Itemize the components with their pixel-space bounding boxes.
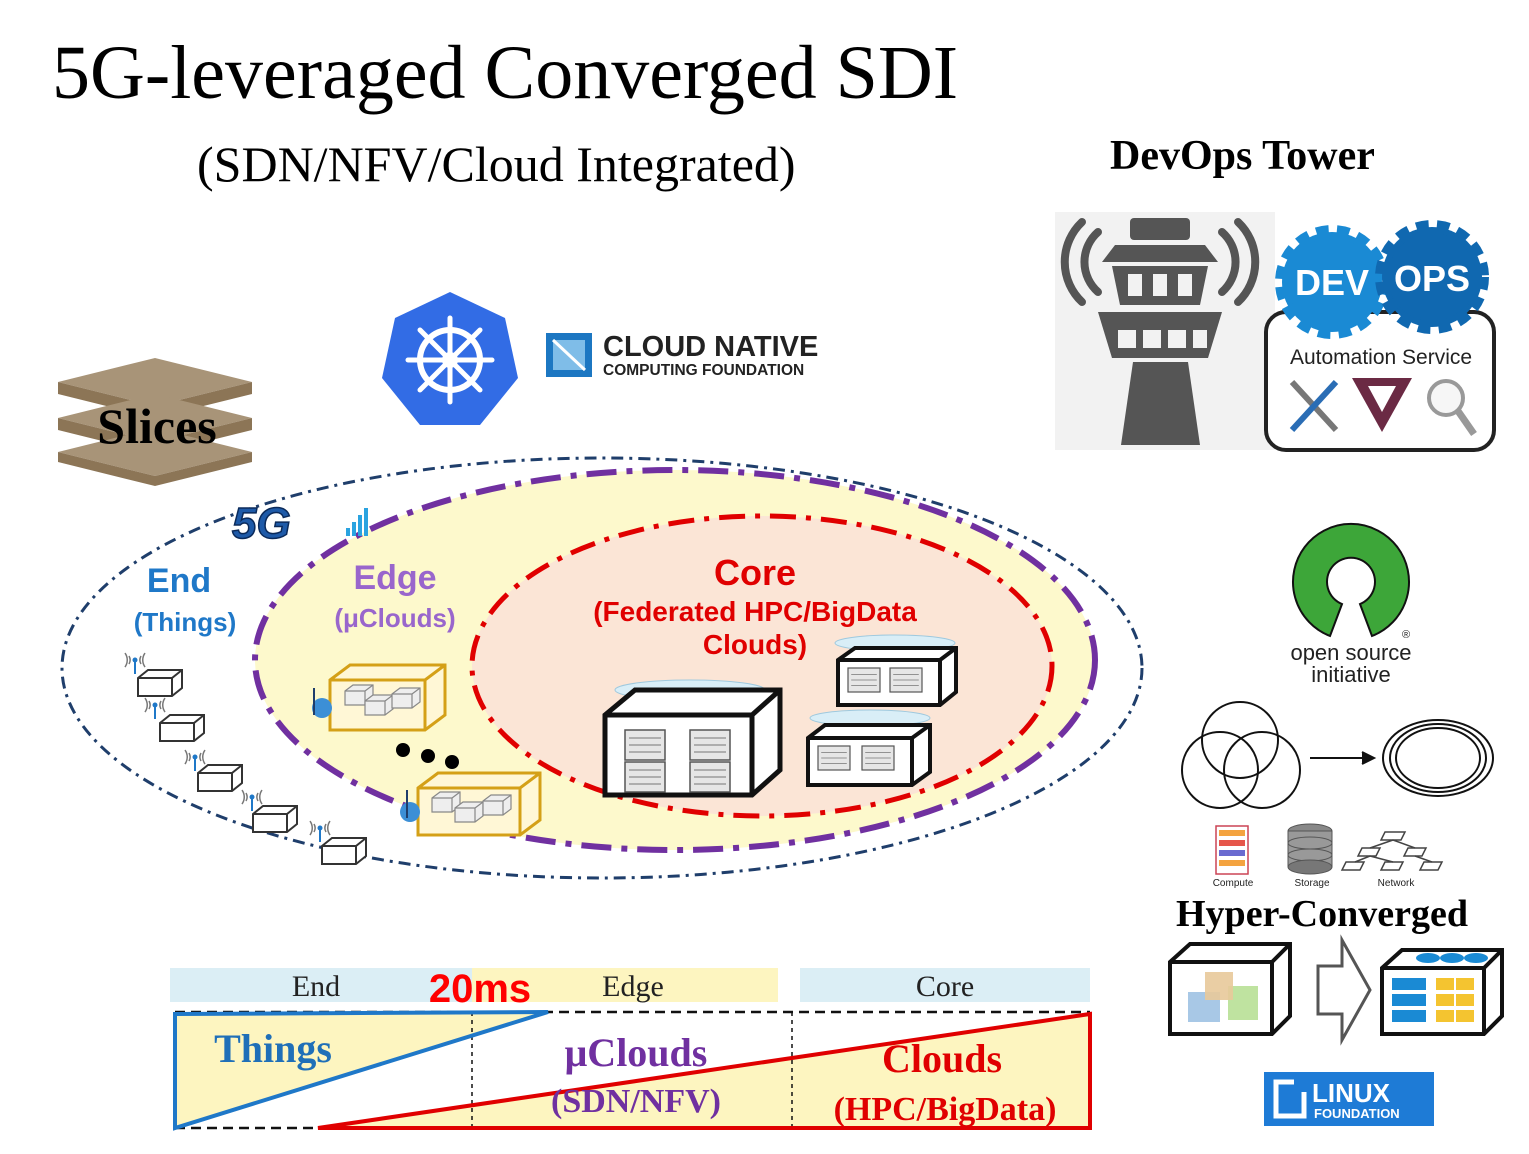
control-tower-icon [1055,212,1275,450]
latency-core-label: Core [916,970,974,1003]
latency-strip: End Edge Core 20ms [170,967,1090,1011]
latency-end-label: End [292,970,340,1003]
svg-text:FOUNDATION: FOUNDATION [1314,1106,1400,1121]
network-label: Network [1378,878,1416,889]
thing-device-icon [321,837,367,865]
antenna-icon [144,697,166,720]
antenna-icon [241,789,263,812]
thing-device-icon [197,764,243,792]
page-title: 5G-leveraged Converged SDI [52,31,959,115]
svg-text:initiative: initiative [1311,662,1390,687]
antenna-icon [124,652,146,675]
storage-label: Storage [1294,878,1329,889]
core-zone-sublabel-2: Clouds) [703,629,807,660]
hyper-converged-after-icon [1380,948,1504,1036]
compute-label: Compute [1213,878,1254,889]
open-source-initiative-logo: ® open source initiative [1290,523,1412,687]
network-icon [1340,831,1444,871]
triangle-logo-icon [1352,378,1412,432]
ellipsis-dots [396,743,459,769]
tools-icon [1289,379,1339,433]
hyper-converged-arrow [1316,934,1372,1046]
convergence-venn-icon [1181,701,1494,809]
cncf-logo: CLOUD NATIVE COMPUTING FOUNDATION [546,331,818,379]
edge-microcloud-1 [312,663,447,732]
linux-foundation-logo: LINUX FOUNDATION [1264,1072,1434,1126]
end-zone-label: End [147,562,211,600]
globe-icon [400,802,420,822]
latency-things-label: Things [214,1026,332,1071]
slices-label: Slices [97,398,216,454]
end-zone-sublabel: (Things) [134,607,237,637]
thing-device-icon [252,805,298,833]
svg-text:DEV: DEV [1295,262,1369,303]
devops-tower-heading: DevOps Tower [1110,133,1375,179]
hyper-converged-heading: Hyper-Converged [1176,893,1468,935]
core-datacenter-large [602,679,783,798]
svg-text:LINUX: LINUX [1312,1078,1391,1108]
svg-text:OPS: OPS [1394,258,1470,299]
core-datacenter-top [834,634,958,707]
latency-edge-label: Edge [602,970,664,1003]
core-zone-label: Core [714,552,796,593]
5g-logo: 5G [231,498,368,549]
antenna-icon [309,820,331,843]
devops-gears-icon: DEV OPS Automation Service [1264,220,1496,452]
thing-device-icon [137,669,183,697]
latency-hpc-label: (HPC/BigData) [834,1091,1057,1128]
svg-text:®: ® [1402,629,1410,641]
antenna-icon [184,749,206,772]
storage-icon [1287,823,1333,875]
thing-device-icon [159,714,205,742]
magnifier-icon [1427,379,1477,436]
svg-text:CLOUD NATIVE: CLOUD NATIVE [603,331,818,363]
slices-stack-icon [58,358,252,486]
kubernetes-logo [382,292,518,425]
latency-20ms-label: 20ms [429,967,531,1011]
automation-service-label: Automation Service [1290,346,1472,369]
edge-zone-label: Edge [353,559,436,597]
edge-microcloud-2 [400,771,542,837]
svg-text:5G: 5G [232,499,291,548]
core-zone-sublabel-1: (Federated HPC/BigData [593,596,917,627]
core-datacenter-bottom [806,709,932,787]
latency-wedges: Things μClouds (SDN/NFV) Clouds (HPC/Big… [173,1010,1092,1131]
hyper-converged-before-icon [1168,942,1292,1036]
page-subtitle: (SDN/NFV/Cloud Integrated) [197,136,796,192]
svg-text:COMPUTING FOUNDATION: COMPUTING FOUNDATION [603,362,804,379]
svg-text:open source: open source [1290,640,1411,665]
compute-icon [1215,825,1249,875]
latency-clouds-label: Clouds [882,1036,1002,1081]
end-zone-boundary [60,456,1144,880]
latency-uclouds-label: μClouds [565,1030,708,1075]
edge-zone-sublabel: (μClouds) [334,603,455,633]
globe-icon [312,698,332,718]
latency-sdn-label: (SDN/NFV) [551,1083,721,1120]
